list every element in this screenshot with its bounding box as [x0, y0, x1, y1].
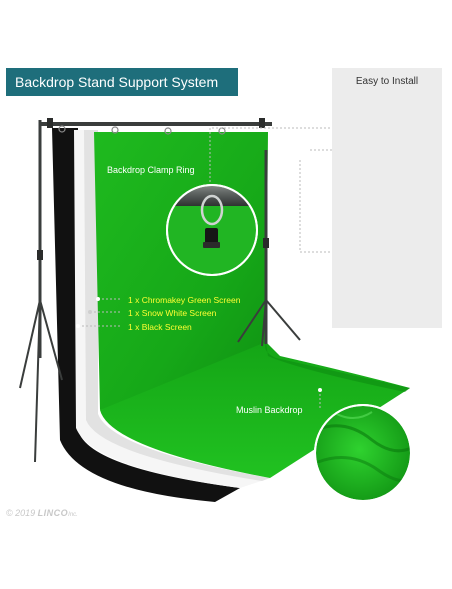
muslin-label: Muslin Backdrop: [236, 405, 303, 415]
brand-suffix: Inc.: [68, 512, 78, 518]
install-title: Easy to Install: [355, 76, 419, 87]
screen-item-white: 1 x Snow White Screen: [128, 308, 217, 318]
page-title: Backdrop Stand Support System: [6, 68, 238, 96]
clamp-ring-label: Backdrop Clamp Ring: [107, 165, 195, 175]
copyright-notice: © 2019 LINCOInc.: [6, 508, 78, 518]
leader-lines: [78, 127, 332, 410]
clamp-rings: [58, 125, 226, 135]
clamp-ring-detail: [166, 184, 258, 276]
black-screen: [52, 128, 240, 502]
backdrop-stand: [19, 118, 301, 463]
label-dots: [76, 297, 322, 392]
install-panel: [332, 68, 442, 328]
screen-item-green: 1 x Chromakey Green Screen: [128, 295, 241, 305]
screen-item-black: 1 x Black Screen: [128, 322, 192, 332]
copyright-year: © 2019: [6, 508, 36, 518]
muslin-fabric-detail: [314, 404, 412, 502]
brand-name: LINCO: [37, 508, 69, 518]
green-floor-sweep: [100, 342, 410, 478]
